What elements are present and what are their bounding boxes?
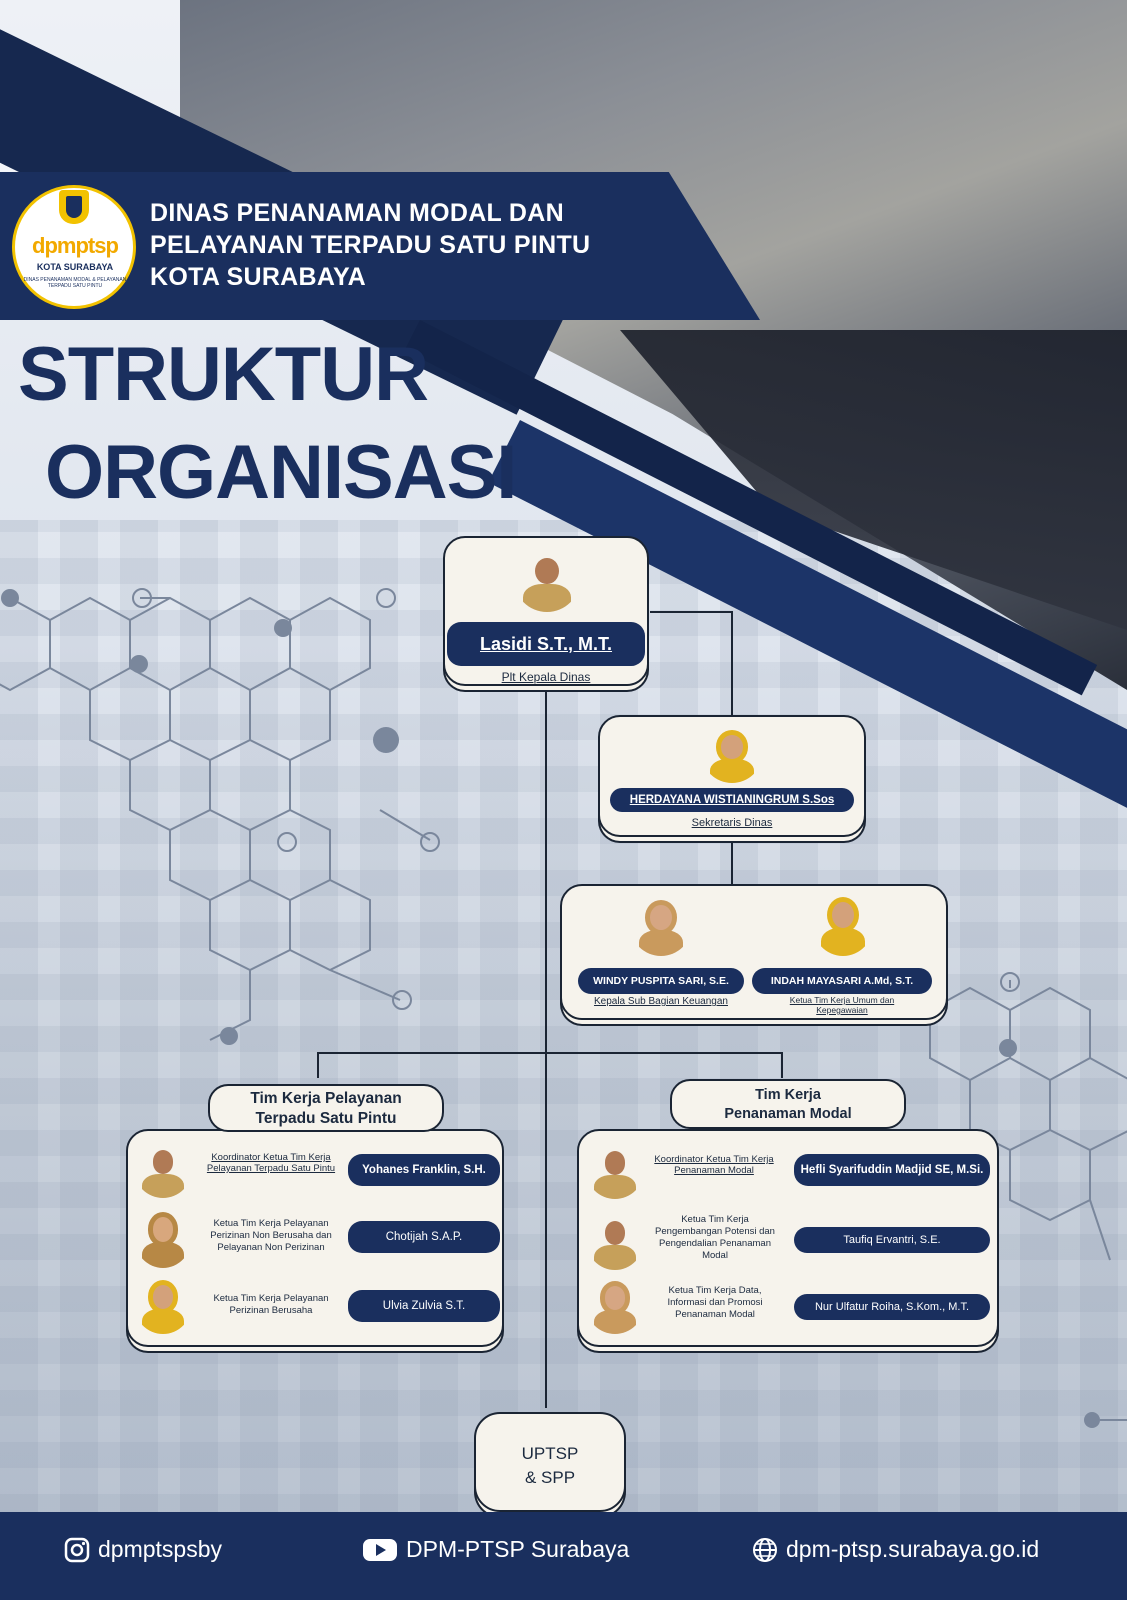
team-left-title-line: Terpadu Satu Pintu — [255, 1110, 397, 1127]
head-role: Plt Kepala Dinas — [501, 670, 591, 684]
sub-unit-role-general: Ketua Tim Kerja Umum dan Kepegawaian — [789, 995, 895, 1015]
team-left-member-role: Ketua Tim Kerja Pelayanan Perizinan Non … — [210, 1218, 332, 1253]
team-left-member-name: Yohanes Franklin, S.H. — [348, 1154, 500, 1186]
team-left-member-name: Chotijah S.A.P. — [348, 1221, 500, 1253]
sub-unit-name-general: INDAH MAYASARI A.Md, S.T. — [752, 968, 932, 994]
team-right-member-photo — [586, 1141, 644, 1199]
page-title-line1: STRUKTUR — [18, 332, 429, 417]
globe-icon — [752, 1537, 778, 1563]
organization-name-line: DINAS PENANAMAN MODAL DAN — [150, 199, 564, 227]
hexagon-network-decoration — [0, 588, 440, 1045]
footer: dpmptspsby DPM-PTSP Surabaya dpm-ptsp.su… — [0, 1512, 1127, 1600]
team-left-member-photo — [134, 1206, 192, 1268]
head-photo — [514, 546, 580, 612]
dot-decoration — [1084, 1412, 1127, 1428]
youtube-icon — [362, 1537, 398, 1563]
footer-website[interactable]: dpm-ptsp.surabaya.go.id — [752, 1536, 1039, 1563]
team-right-title-line: Penanaman Modal — [724, 1106, 852, 1122]
sub-unit-role-finance: Kepala Sub Bagian Keuangan — [593, 996, 728, 1007]
secretary-name: HERDAYANA WISTIANINGRUM S.Sos — [610, 788, 854, 812]
team-right-member-photo — [586, 1276, 644, 1334]
organization-name: DINAS PENANAMAN MODAL DAN PELAYANAN TERP… — [150, 197, 670, 293]
team-left-title-line: Tim Kerja Pelayanan — [250, 1090, 402, 1107]
team-right-title-line: Tim Kerja — [755, 1087, 821, 1103]
footer-website-url: dpm-ptsp.surabaya.go.id — [786, 1536, 1040, 1562]
uptsp-label-line: UPTSP — [521, 1444, 579, 1463]
logo-city: KOTA SURABAYA — [36, 262, 114, 272]
sub-units-card — [560, 884, 948, 1020]
team-right-member-role: Ketua Tim Kerja Pengembangan Potensi dan… — [655, 1214, 775, 1261]
team-left-member-role: Koordinator Ketua Tim Kerja Pelayanan Te… — [206, 1152, 336, 1174]
instagram-icon — [64, 1537, 90, 1563]
sub-unit-name-finance: WINDY PUSPITA SARI, S.E. — [578, 968, 744, 994]
page-title-line2: ORGANISASI — [45, 430, 517, 515]
uptsp-card — [474, 1412, 626, 1512]
uptsp-label: UPTSP & SPP — [474, 1442, 626, 1490]
secretary-photo — [702, 725, 762, 783]
team-left-title: Tim Kerja Pelayanan Terpadu Satu Pintu — [208, 1084, 444, 1132]
team-right-title: Tim Kerja Penanaman Modal — [670, 1079, 906, 1129]
logo-tagline: DINAS PENANAMAN MODAL & PELAYANAN TERPAD… — [23, 277, 127, 289]
uptsp-label-line: & SPP — [524, 1468, 576, 1487]
team-right-member-name: Taufiq Ervantri, S.E. — [794, 1227, 990, 1253]
footer-instagram-handle: dpmptspsby — [98, 1536, 223, 1562]
team-left-member-role: Ketua Tim Kerja Pelayanan Perizinan Beru… — [213, 1293, 329, 1316]
footer-youtube-channel: DPM-PTSP Surabaya — [406, 1536, 630, 1562]
organization-name-line: PELAYANAN TERPADU SATU PINTU — [150, 231, 591, 259]
team-right-member-name: Hefli Syarifuddin Madjid SE, M.Si. — [794, 1154, 990, 1186]
logo-wordmark: dpmptsp — [32, 233, 119, 258]
team-left-member-photo — [134, 1274, 192, 1334]
team-right-member-role: Koordinator Ketua Tim Kerja Penanaman Mo… — [654, 1154, 774, 1176]
team-right-member-photo — [586, 1210, 644, 1270]
city-emblem-detail — [66, 196, 82, 218]
hexagon-network-decoration — [929, 972, 1127, 1261]
sub-unit-photo-finance — [630, 894, 692, 956]
footer-instagram[interactable]: dpmptspsby — [64, 1536, 222, 1563]
team-left-member-name: Ulvia Zulvia S.T. — [348, 1290, 500, 1322]
secretary-role: Sekretaris Dinas — [691, 817, 773, 829]
sub-unit-photo-general — [812, 890, 874, 956]
head-name: Lasidi S.T., M.T. — [447, 622, 645, 666]
team-right-member-role: Ketua Tim Kerja Data, Informasi dan Prom… — [667, 1285, 763, 1320]
organization-name-line: KOTA SURABAYA — [150, 263, 366, 291]
team-left-member-photo — [134, 1140, 192, 1198]
team-right-member-name: Nur Ulfatur Roiha, S.Kom., M.T. — [794, 1294, 990, 1320]
footer-youtube[interactable]: DPM-PTSP Surabaya — [362, 1536, 629, 1563]
